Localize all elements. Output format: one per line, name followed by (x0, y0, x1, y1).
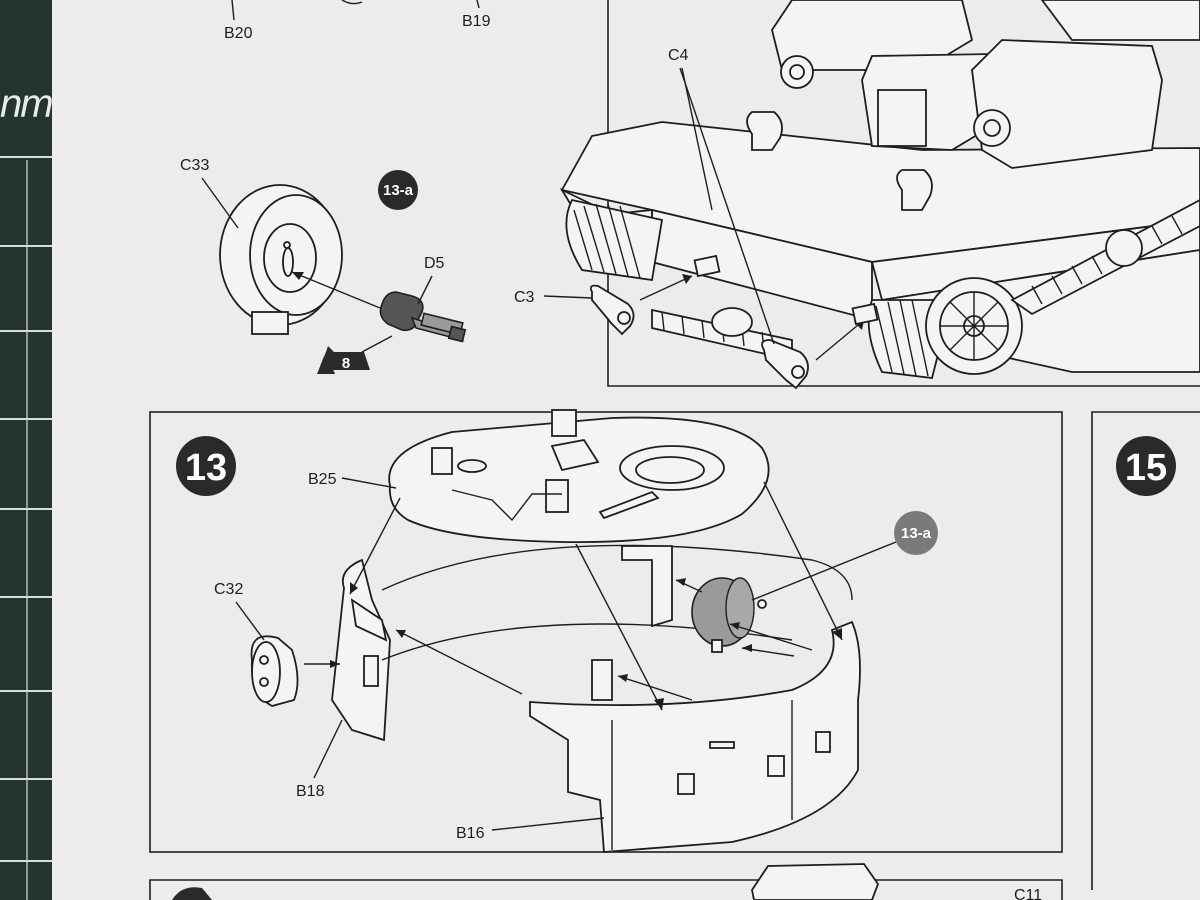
arrowhead (654, 698, 664, 710)
leader-line (201, 177, 239, 229)
track-left (565, 198, 793, 362)
mat-grid-line (26, 160, 28, 900)
leader-line (491, 817, 605, 831)
arrowhead (676, 578, 686, 586)
cutting-mat: nm (0, 0, 56, 900)
part-c32 (250, 635, 299, 707)
mat-brand-text: nm (0, 82, 54, 126)
assembly-diagram: B20 B19 C33 D5 13-a (149, 0, 1200, 900)
top-left-group: B20 B19 C33 D5 13-a (180, 0, 491, 374)
panel-frame (1091, 411, 1200, 890)
assembly-arrow (763, 481, 843, 641)
sub-step-badge-13a: 13-a (378, 170, 418, 210)
mat-grid-line (0, 596, 56, 598)
label-d5: D5 (424, 255, 445, 272)
bottom-row: C11 (149, 863, 1063, 900)
leader-line (231, 0, 235, 21)
step-13-panel: 13 B25 B18 (149, 409, 1063, 853)
label-c3: C3 (514, 289, 535, 306)
leader-line (361, 335, 393, 353)
arrowhead (682, 274, 692, 284)
label-b20: B20 (224, 25, 253, 42)
part-b18 (331, 558, 391, 742)
arrowhead (330, 660, 340, 668)
assembly-arrow (815, 319, 865, 361)
assembly-arrow (395, 629, 523, 695)
label-b19: B19 (462, 13, 491, 30)
part-c3 (589, 254, 721, 336)
step-number-partial (172, 887, 212, 900)
star-badge-8: 8 (317, 335, 393, 374)
step-number-15: 15 (1116, 436, 1176, 496)
label-b16: B16 (456, 825, 485, 842)
label-c4: C4 (668, 47, 689, 64)
leader-line (235, 601, 265, 641)
top-right-panel: C3 C4 (514, 0, 1200, 390)
label-c11: C11 (1014, 887, 1042, 900)
assembly-arrow (617, 675, 693, 701)
assembly-arrow (575, 543, 663, 711)
label-c32: C32 (214, 581, 243, 598)
leader-line (543, 295, 593, 299)
instruction-sheet: B20 B19 C33 D5 13-a (52, 0, 1200, 900)
assembly-arrow (291, 271, 381, 309)
step-15-panel: 15 (1091, 411, 1200, 890)
mat-grid-line (0, 860, 56, 862)
label-b18: B18 (296, 783, 325, 800)
part-d5 (379, 291, 467, 343)
part-fragment (751, 863, 880, 900)
mat-grid-line (0, 690, 56, 692)
leader-line (313, 719, 343, 779)
arrowhead (742, 644, 752, 652)
inner-bracket (591, 659, 613, 701)
sub-step-badge-13a: 13-a (894, 511, 938, 555)
svg-text:13-a: 13-a (901, 525, 932, 542)
mat-grid-line (0, 156, 56, 158)
arrowhead (730, 622, 740, 630)
panel-frame (149, 879, 1063, 900)
leader-line (681, 67, 713, 211)
label-c33: C33 (180, 157, 209, 174)
mat-grid-line (0, 245, 56, 247)
leader-line (679, 67, 775, 345)
arrowhead (618, 674, 628, 682)
part-13a-assembly (691, 577, 767, 653)
panel-frame (607, 0, 1200, 387)
leader-line (476, 0, 480, 9)
leader-line (417, 275, 433, 305)
part-b25 (388, 409, 770, 544)
assembly-arrow (639, 275, 693, 301)
step-number-13: 13 (176, 436, 236, 496)
leader-line (751, 541, 897, 601)
arrowhead (396, 630, 406, 638)
arrowhead (832, 628, 842, 640)
mat-grid-line (0, 418, 56, 420)
mat-grid-line (0, 778, 56, 780)
svg-text:8: 8 (342, 355, 350, 372)
track-right (867, 198, 1200, 379)
mat-grid-line (0, 508, 56, 510)
assembly-arrow (729, 623, 813, 651)
ring-edge (381, 544, 853, 601)
leader-line (341, 477, 397, 489)
svg-text:13-a: 13-a (383, 182, 414, 199)
mat-grid-line (0, 330, 56, 332)
inner-bracket (621, 545, 673, 628)
svg-text:15: 15 (1125, 447, 1167, 489)
part-fragment (341, 0, 363, 5)
assembly-arrow (349, 497, 401, 595)
tank-hull (559, 0, 1200, 373)
arrowhead (350, 582, 358, 594)
part-b16 (529, 620, 861, 853)
arrowhead (292, 272, 304, 280)
part-c4 (761, 302, 879, 390)
part-c33 (219, 184, 343, 335)
svg-text:13: 13 (185, 447, 227, 489)
label-b25: B25 (308, 471, 337, 488)
